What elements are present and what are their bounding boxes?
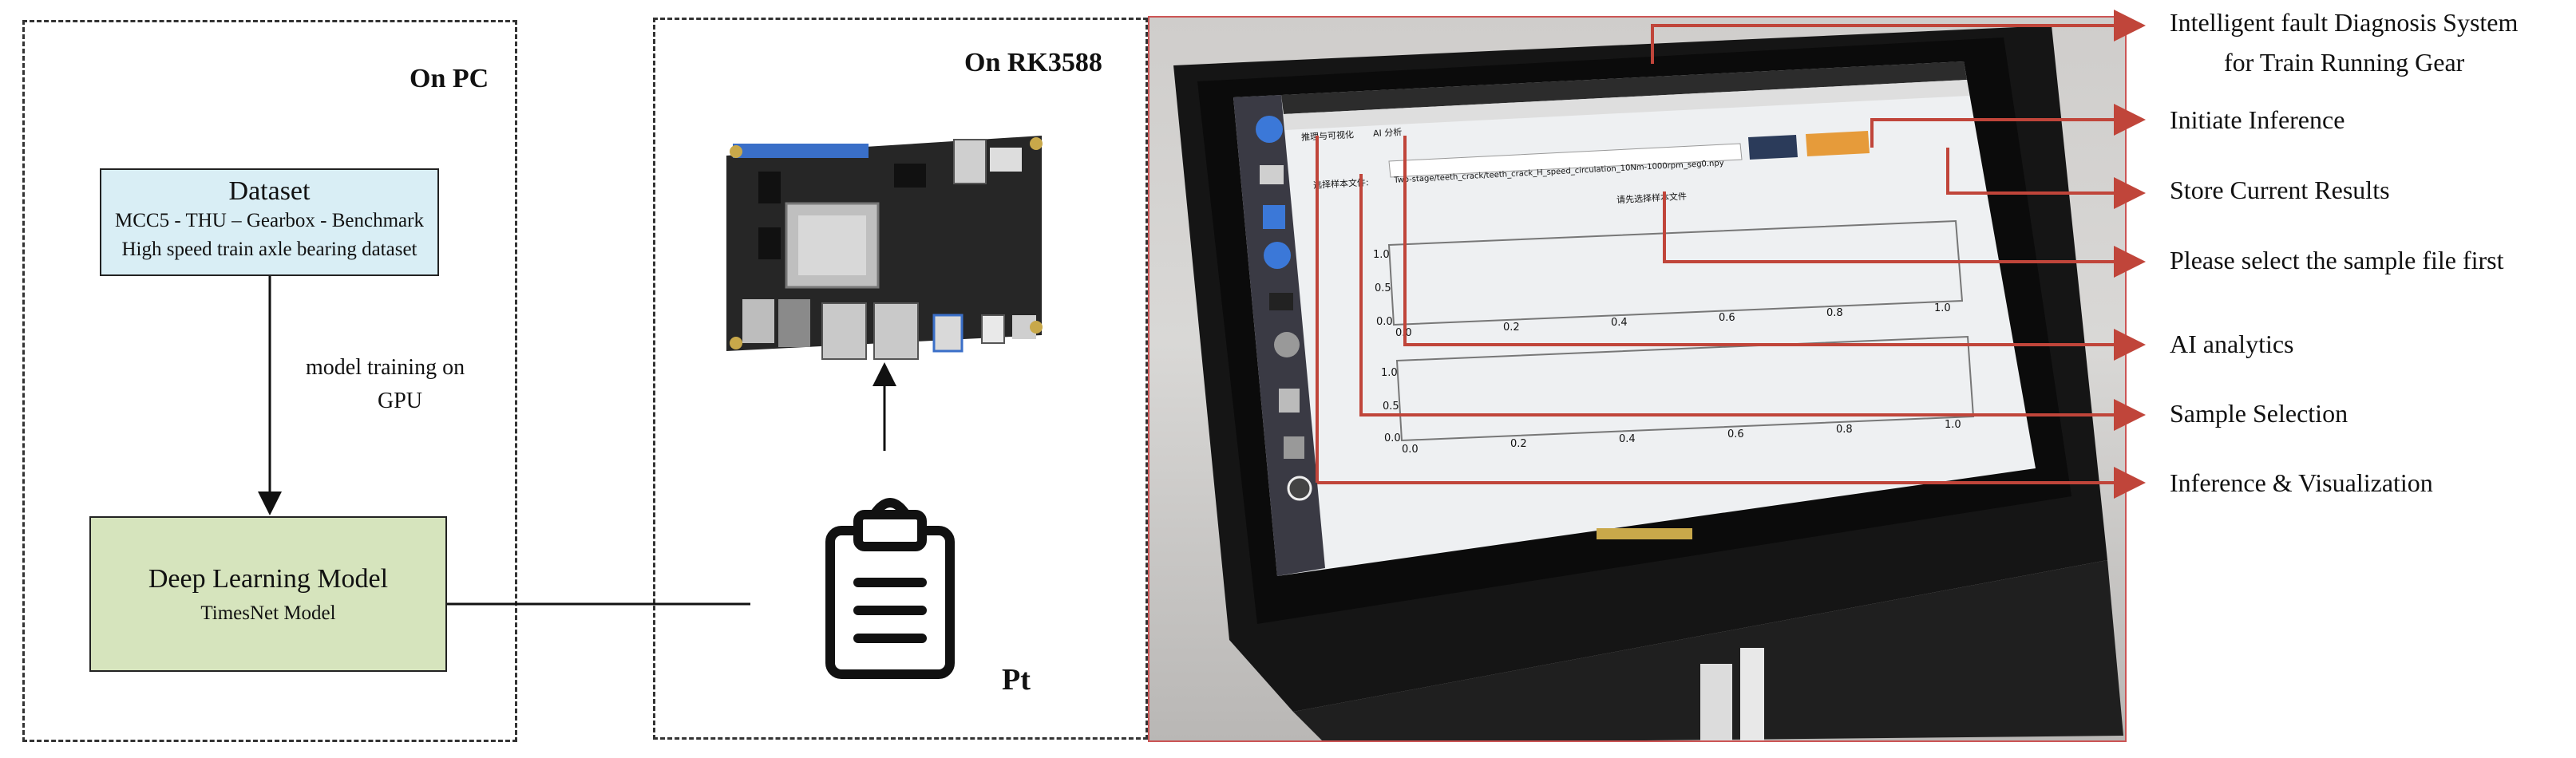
clipboard-icon	[825, 498, 955, 679]
plot2-ytick: 0.0	[1384, 432, 1401, 444]
leader-ai	[1403, 136, 2146, 361]
plot1-ytick: 1.0	[1373, 249, 1390, 261]
plot2-xtick: 0.8	[1836, 424, 1853, 436]
cable-right	[1740, 648, 1764, 740]
deep-learning-model-box: Deep Learning Model TimesNet Model	[89, 516, 447, 672]
plot1-xtick: 0.4	[1611, 317, 1628, 329]
on-rk3588-panel	[653, 18, 1148, 740]
device-illustration	[1173, 26, 2123, 740]
chrome-icon	[1256, 116, 1283, 143]
cable-left	[1700, 664, 1732, 740]
plot2-ytick: 0.5	[1383, 401, 1399, 413]
rk3588-board-icon	[726, 136, 1043, 360]
on-pc-title: On PC	[410, 64, 489, 93]
plot1-xtick: 0.6	[1719, 312, 1735, 324]
annotation-ai-analytics: AI analytics	[2170, 330, 2294, 358]
model-subtitle: TimesNet Model	[200, 602, 336, 624]
save-results-button	[1806, 131, 1870, 156]
writer-icon	[1263, 205, 1285, 229]
screen-display	[1233, 61, 2036, 576]
annotation-store-results: Store Current Results	[2170, 176, 2390, 204]
annotation-select-sample-first: Please select the sample file first	[2170, 246, 2504, 274]
dataset-line2: High speed train axle bearing dataset	[121, 239, 417, 260]
edge-label-line2: GPU	[378, 389, 423, 413]
annotation-system-title-line2: for Train Running Gear	[2224, 48, 2465, 77]
plot2-xtick: 0.0	[1402, 444, 1419, 456]
terminal-icon	[1269, 293, 1293, 310]
on-rk3588-title: On RK3588	[964, 48, 1102, 77]
dataset-title: Dataset	[228, 176, 311, 206]
files-icon	[1260, 165, 1284, 184]
sample-combobox	[1388, 143, 1743, 178]
plot2-xtick: 0.6	[1727, 428, 1744, 440]
annotation-system-title-line1: Intelligent fault Diagnosis System	[2170, 8, 2519, 37]
trash-icon	[1279, 389, 1300, 413]
plot1-xtick: 0.2	[1503, 322, 1520, 334]
plot1-ytick: 0.5	[1375, 282, 1391, 294]
model-title: Deep Learning Model	[148, 564, 389, 594]
leader-sample	[1359, 174, 2146, 431]
plot1-ytick: 0.0	[1376, 316, 1393, 328]
start-inference-button	[1748, 135, 1798, 160]
annotation-initiate-inference: Initiate Inference	[2170, 105, 2345, 134]
app-icon	[1284, 436, 1304, 459]
pt-file-label: Pt	[1002, 663, 1031, 697]
leader-store	[1946, 148, 2146, 209]
plot2-xtick: 0.4	[1619, 433, 1636, 445]
top-bar	[1281, 61, 1967, 114]
plot2-xtick: 1.0	[1945, 419, 1961, 431]
on-pc-panel	[22, 20, 517, 742]
plot2-xtick: 0.2	[1510, 438, 1527, 450]
plot1-xtick: 1.0	[1934, 302, 1951, 314]
leader-hint	[1663, 191, 2146, 278]
plot2-ytick: 1.0	[1381, 367, 1398, 379]
plot1-xtick: 0.8	[1826, 307, 1843, 319]
plot1-frame	[1387, 219, 1964, 326]
settings-icon	[1274, 332, 1300, 357]
dataset-box: Dataset MCC5 - THU – Gearbox - Benchmark…	[100, 168, 439, 276]
gold-contacts	[1597, 528, 1692, 539]
show-apps-icon	[1287, 476, 1312, 501]
annotation-sample-selection: Sample Selection	[2170, 399, 2348, 428]
annotation-inference-visualization: Inference & Visualization	[2170, 468, 2433, 497]
leader-initiate	[1870, 104, 2146, 148]
window-titlebar	[1284, 80, 1969, 130]
leader-title	[1651, 10, 2146, 64]
edge-label-line1: model training on	[306, 355, 465, 380]
device-photo: 推理与可视化 AI 分析 选择样本文件: Two-stage/teeth_cra…	[1148, 16, 2127, 742]
help-icon	[1264, 242, 1291, 269]
dataset-line1: MCC5 - THU – Gearbox - Benchmark	[115, 210, 424, 231]
